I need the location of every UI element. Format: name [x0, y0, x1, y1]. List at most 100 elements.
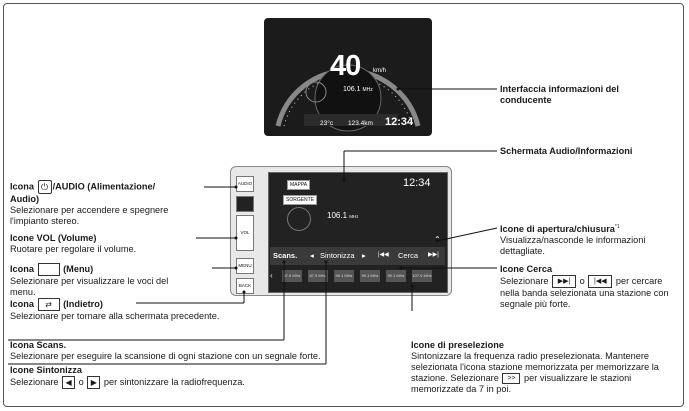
tune-up-inline-icon: ▶ — [87, 376, 101, 389]
tune-desc-a: Selezionare — [10, 376, 59, 387]
open-close-caption: Icone di apertura/chiusura*1 Visualizza/… — [500, 222, 645, 257]
screen-clock: 12:34 — [403, 177, 431, 189]
power-title-a: Icona — [10, 181, 34, 192]
open-close-desc1: Visualizza/nasconde le informazioni — [500, 235, 646, 246]
tune-desc-b: o — [78, 376, 84, 387]
preset-button[interactable]: 87.9 MHz — [282, 270, 303, 282]
volume-desc: Ruotare per regolare il volume. — [10, 244, 137, 254]
preset-button[interactable]: 99.1 MHz — [386, 270, 407, 282]
preset-button[interactable]: 99.1 MHz — [334, 270, 355, 282]
volume-title: Icone VOL (Volume) — [10, 233, 97, 243]
back-button[interactable]: BACK — [236, 278, 254, 294]
preset-button[interactable]: 99.1 MHz — [360, 270, 381, 282]
tune-caption: Icone Sintonizza Selezionare ◀ o ▶ per s… — [10, 365, 245, 389]
station-unit: MHz — [362, 87, 373, 93]
screen-frequency: 106.1 MHz — [327, 211, 359, 220]
preset-scroll-icon[interactable]: ‹ — [270, 271, 273, 280]
menu-icon: MENU — [238, 263, 252, 268]
audio-screen-caption: Schermata Audio/Informazioni — [500, 146, 633, 156]
preset-desc4: memorizzate da 7 in poi. — [411, 384, 512, 395]
menu-title-a: Icona — [10, 263, 34, 274]
seek-title: Icone Cerca — [500, 264, 553, 274]
scan-caption: Icona Scans. Selezionare per eseguire la… — [10, 340, 321, 362]
back-title-a: Icona — [10, 298, 34, 309]
scan-desc: Selezionare per eseguire la scansione di… — [10, 351, 321, 361]
menu-inline-icon — [37, 263, 60, 276]
control-bar: Scans. ◂ Sintonizza ▸ |◀◀ Cerca ▶▶| — [270, 247, 445, 265]
station-readout: 106.1 MHz — [343, 86, 373, 93]
more-presets-inline-icon: >> — [502, 373, 521, 385]
preset-desc3b: per visualizzare le stazioni — [523, 373, 632, 383]
outside-temp: 23°c — [320, 120, 334, 127]
back-caption: Icona ⇄ (Indietro) Selezionare per torna… — [10, 298, 219, 322]
seek-back-inline-icon: |◀◀ — [588, 275, 613, 288]
menu-desc2: menu. — [10, 287, 36, 297]
seek-caption: Icone Cerca Selezionare ▶▶| o |◀◀ per ce… — [500, 264, 669, 310]
driver-info-line2: conducente — [500, 95, 552, 105]
seek-desc1a: Selezionare — [500, 275, 549, 286]
speedometer-dial — [275, 64, 421, 132]
driver-info-line1: Interfaccia informazioni del — [500, 84, 619, 94]
meter-clock: 12:34 — [385, 116, 414, 128]
open-close-footnote: *1 — [614, 224, 620, 230]
seek-desc3: segnale più forte. — [500, 299, 571, 309]
power-desc1: Selezionare per accendere e spegnere — [10, 205, 169, 215]
power-title-line2: Audio) — [10, 194, 40, 204]
open-close-desc2: dettagliate. — [500, 246, 545, 257]
tune-up-icon[interactable]: ▸ — [362, 251, 366, 260]
menu-caption: Icona (Menu) Selezionare per visualizzar… — [10, 263, 168, 298]
preset-desc3a: stazione. Selezionare — [411, 373, 499, 383]
seek-desc1c: per cercare — [615, 275, 663, 286]
scan-button[interactable]: Scans. — [273, 251, 298, 260]
power-inline-icon: ⏻ — [37, 180, 52, 194]
map-button[interactable]: MAPPA — [287, 180, 311, 190]
seek-desc2: nella banda selezionata una stazione con — [500, 288, 669, 298]
tune-label: Sintonizza — [320, 251, 355, 260]
tune-title: Icone Sintonizza — [10, 365, 82, 375]
tune-desc-c: per sintonizzare la radiofrequenza. — [103, 376, 245, 387]
speed-value: 40 — [330, 50, 361, 82]
back-desc: Selezionare per tornare alla schermata p… — [10, 311, 220, 321]
station-frequency: 106.1 — [343, 86, 361, 93]
power-icon: AUDIO — [237, 181, 253, 186]
tune-down-icon[interactable]: ◂ — [310, 251, 314, 260]
seek-forward-icon[interactable]: ▶▶| — [428, 252, 439, 258]
menu-desc1: Selezionare per visualizzare le voci del — [10, 276, 169, 286]
back-title-b: (Indietro) — [63, 298, 103, 309]
scan-title: Icona Scans. — [10, 340, 67, 350]
preset-desc1: Sintonizzare la frequenza radio preselez… — [411, 351, 650, 361]
menu-button[interactable]: MENU — [236, 258, 254, 274]
seek-back-icon[interactable]: |◀◀ — [378, 252, 389, 258]
radio-logo-icon — [287, 207, 311, 231]
phone-button[interactable] — [236, 196, 254, 212]
power-title-b: /AUDIO (Alimentazione/ — [52, 181, 156, 192]
source-button[interactable]: SORGENTE — [283, 195, 318, 205]
menu-title-b: (Menu) — [63, 263, 94, 274]
volume-icon: VOL — [240, 230, 250, 235]
preset-caption: Icone di preselezione Sintonizzare la fr… — [411, 340, 659, 395]
frequency-value: 106.1 — [327, 211, 348, 220]
seek-desc1b: o — [579, 275, 585, 286]
open-close-title: Icone di apertura/chiusura — [500, 224, 615, 235]
odometer: 123.4km — [348, 120, 373, 127]
expand-collapse-icon[interactable]: ⌃ — [434, 235, 441, 244]
preset-desc2: selezionata l'icona stazione memorizzata… — [411, 362, 659, 372]
frequency-unit: MHz — [349, 214, 359, 219]
preset-button[interactable]: 107.9 MHz — [412, 270, 433, 282]
speed-unit: km/h — [373, 68, 387, 74]
seek-label: Cerca — [398, 251, 419, 260]
power-caption: Icona ⏻/AUDIO (Alimentazione/ Audio) Sel… — [10, 180, 168, 227]
volume-knob[interactable]: VOL — [236, 215, 254, 251]
tune-down-inline-icon: ◀ — [62, 376, 76, 389]
driver-information-interface: 40 km/h 106.1 MHz 23°c 123.4km 12:34 — [264, 18, 432, 136]
back-icon: BACK — [238, 283, 252, 288]
preset-button[interactable]: 87.9 MHz — [308, 270, 329, 282]
back-inline-icon: ⇄ — [37, 298, 60, 311]
power-desc2: l'impianto stereo. — [10, 216, 80, 226]
volume-caption: Icone VOL (Volume) Ruotare per regolare … — [10, 233, 136, 255]
seek-forward-inline-icon: ▶▶| — [552, 275, 577, 288]
power-audio-button[interactable]: AUDIO — [236, 176, 254, 192]
preset-title: Icone di preselezione — [411, 340, 504, 350]
figure-frame — [3, 3, 684, 407]
